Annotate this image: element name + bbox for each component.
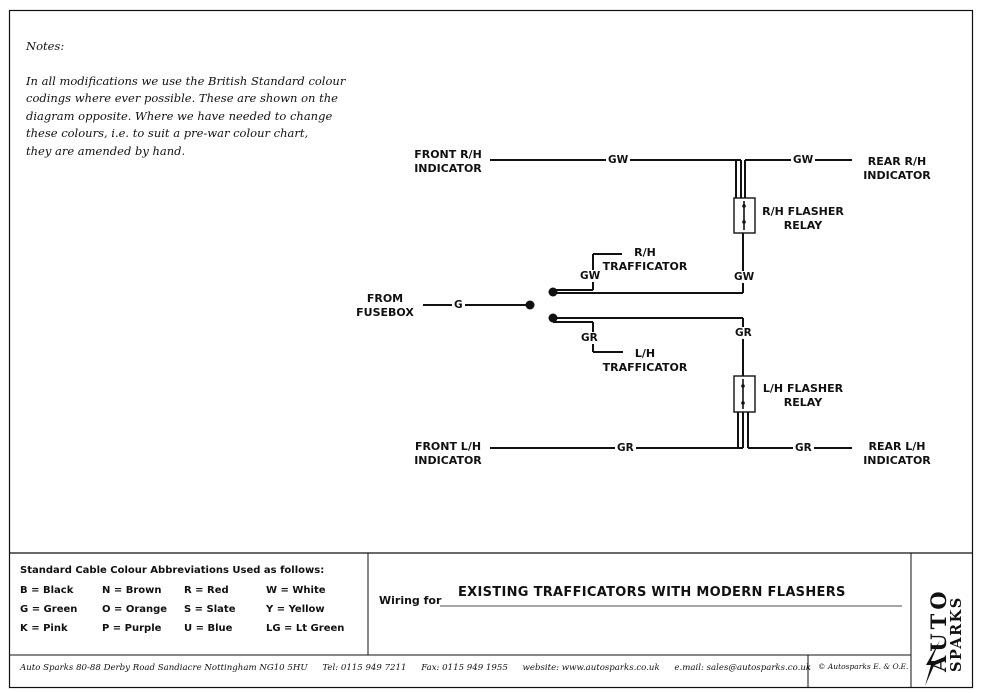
lh-flasher-relay (733, 375, 756, 413)
notes-heading: Notes: (26, 39, 65, 53)
bolt-icon (925, 640, 940, 686)
lh-switch-contact (548, 313, 558, 323)
legend-entry: G = Green (20, 604, 78, 615)
front-lh-indicator-label: FRONT L/H INDICATOR (414, 440, 482, 467)
rear-rh-indicator-label: REAR R/H INDICATOR (863, 155, 931, 182)
legend-entry: W = White (266, 585, 326, 596)
footer-tel: Tel: 0115 949 7211 (322, 663, 407, 673)
wire-code-gr-front: GR (615, 442, 636, 454)
lh-relay-pin-top (741, 384, 745, 388)
brand-logo: AUTO SPARKS (926, 587, 965, 672)
legend-entry: K = Pink (20, 623, 68, 634)
legend-entry: P = Purple (102, 623, 162, 634)
lh-relay-pin-bottom (741, 401, 745, 405)
brand-line-sparks: SPARKS (948, 596, 965, 672)
legend-entry: O = Orange (102, 604, 168, 615)
footer-fax: Fax: 0115 949 1955 (421, 663, 508, 673)
footer-contact: Auto Sparks 80-88 Derby Road Sandiacre N… (20, 663, 823, 673)
legend-table: B = Black N = Brown R = Red W = White G … (20, 585, 348, 642)
notes-line: In all modifications we use the British … (26, 73, 346, 88)
wire-code-gw-rear: GW (791, 154, 816, 166)
legend-entry: R = Red (184, 585, 229, 596)
legend-row: K = Pink P = Purple U = Blue LG = Lt Gre… (20, 623, 348, 642)
legend-row: G = Green O = Orange S = Slate Y = Yello… (20, 604, 348, 623)
wire-code-g-feed: G (452, 299, 465, 311)
wire-code-gw-relay: GW (732, 271, 757, 283)
legend-entry: N = Brown (102, 585, 162, 596)
legend-entry: S = Slate (184, 604, 236, 615)
wire-code-gw-front: GW (606, 154, 631, 166)
wire-code-gr-rear: GR (793, 442, 814, 454)
colour-legend: Standard Cable Colour Abbreviations Used… (20, 565, 348, 642)
footer-address: Auto Sparks 80-88 Derby Road Sandiacre N… (20, 663, 308, 673)
wire-code-gr-traff: GR (579, 332, 600, 344)
fusebox-label: FROM FUSEBOX (356, 292, 414, 319)
legend-title: Standard Cable Colour Abbreviations Used… (20, 565, 325, 576)
sheet-border (8, 9, 974, 689)
rh-trafficator-label: R/H TRAFFICATOR (602, 246, 688, 273)
wiring-for-label: Wiring for (379, 594, 442, 607)
rh-relay-pin-top (742, 204, 746, 208)
notes-line: codings where ever possible. These are s… (26, 91, 338, 105)
footer-website: website: www.autosparks.co.uk (522, 663, 660, 673)
notes-line: these colours, i.e. to suit a pre-war co… (26, 126, 309, 140)
drawing-title: EXISTING TRAFFICATORS WITH MODERN FLASHE… (458, 585, 846, 600)
brand-line-auto: AUTO (926, 587, 951, 672)
legend-entry: Y = Yellow (266, 604, 325, 615)
wire-code-gr-relay: GR (733, 327, 754, 339)
notes-line: diagram opposite. Where we have needed t… (26, 108, 333, 123)
footer-copyright: © Autosparks E. & O.E. (818, 662, 909, 671)
lh-flasher-relay-label: L/H FLASHER RELAY (762, 382, 844, 409)
notes-line: they are amended by hand. (26, 143, 186, 158)
rh-flasher-relay-label: R/H FLASHER RELAY (762, 205, 844, 232)
front-rh-indicator-label: FRONT R/H INDICATOR (414, 148, 482, 175)
legend-entry: U = Blue (184, 623, 233, 634)
lh-trafficator-label: L/H TRAFFICATOR (602, 347, 688, 374)
rear-lh-indicator-label: REAR L/H INDICATOR (863, 440, 931, 467)
rh-relay-pin-bottom (742, 220, 746, 224)
footer-email: e.mail: sales@autosparks.co.uk (674, 663, 812, 673)
legend-entry: LG = Lt Green (266, 623, 345, 634)
legend-row: B = Black N = Brown R = Red W = White (20, 585, 348, 604)
notes-block: Notes: In all modifications we use the B… (26, 38, 345, 160)
wire-code-gw-traff: GW (578, 270, 603, 282)
legend-entry: B = Black (20, 585, 74, 596)
feed-switch-pivot (525, 300, 535, 310)
rh-switch-contact (548, 287, 558, 297)
